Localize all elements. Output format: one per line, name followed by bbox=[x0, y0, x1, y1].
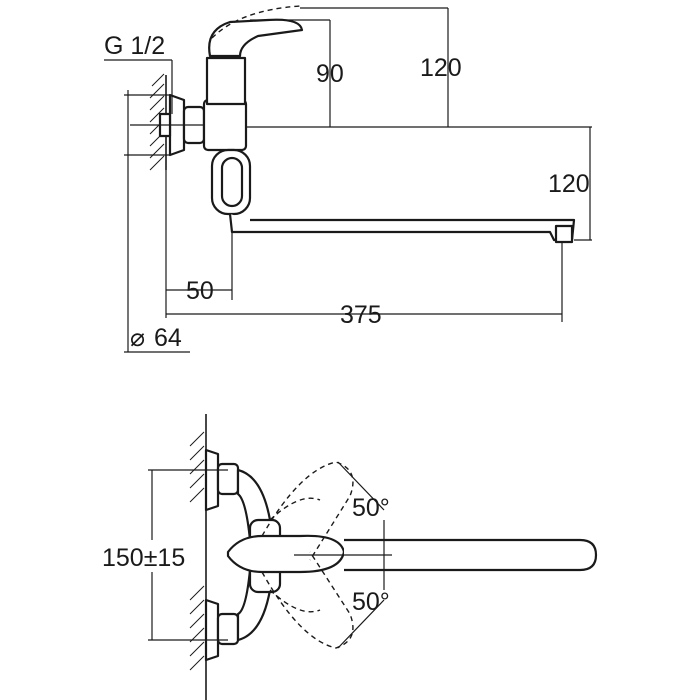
mixer-top bbox=[226, 518, 346, 594]
spout bbox=[228, 213, 576, 244]
lever-height-label: 90 bbox=[316, 60, 344, 88]
lever-swing-outlines bbox=[261, 461, 354, 649]
angle-down-label: 50° bbox=[352, 588, 390, 616]
angle-up-label: 50° bbox=[352, 494, 390, 522]
thread-label: G 1/2 bbox=[104, 32, 165, 60]
side-view: G 1/2 90 120 120 50 bbox=[104, 5, 592, 353]
thread-dimension: G 1/2 bbox=[104, 32, 173, 114]
offset-dimension: 50 bbox=[165, 170, 233, 318]
lever-height-dimension: 90 bbox=[250, 19, 344, 127]
wall-flange bbox=[130, 93, 210, 157]
diameter-symbol: ⌀ bbox=[130, 324, 145, 352]
centers-dimension: 150±15 bbox=[102, 469, 228, 641]
centers-label: 150±15 bbox=[102, 544, 185, 572]
spout-drop-label: 120 bbox=[548, 170, 590, 198]
flange-diameter-label: 64 bbox=[154, 324, 182, 352]
flange-diameter-dimension: ⌀ 64 bbox=[124, 90, 190, 353]
swing-angle-marks: 50° 50° bbox=[294, 461, 392, 649]
spout-length-dimension: 375 bbox=[166, 242, 563, 329]
spout-length-label: 375 bbox=[340, 301, 382, 329]
spout-top bbox=[344, 538, 598, 572]
offset-label: 50 bbox=[186, 277, 214, 305]
mixer-body bbox=[202, 5, 304, 216]
total-height-dimension: 120 bbox=[300, 7, 462, 127]
wall-hatching-bottom bbox=[189, 414, 207, 700]
spout-drop-dimension: 120 bbox=[246, 126, 592, 241]
top-view: 50° 50° 150±15 bbox=[102, 414, 598, 700]
total-height-label: 120 bbox=[420, 54, 462, 82]
